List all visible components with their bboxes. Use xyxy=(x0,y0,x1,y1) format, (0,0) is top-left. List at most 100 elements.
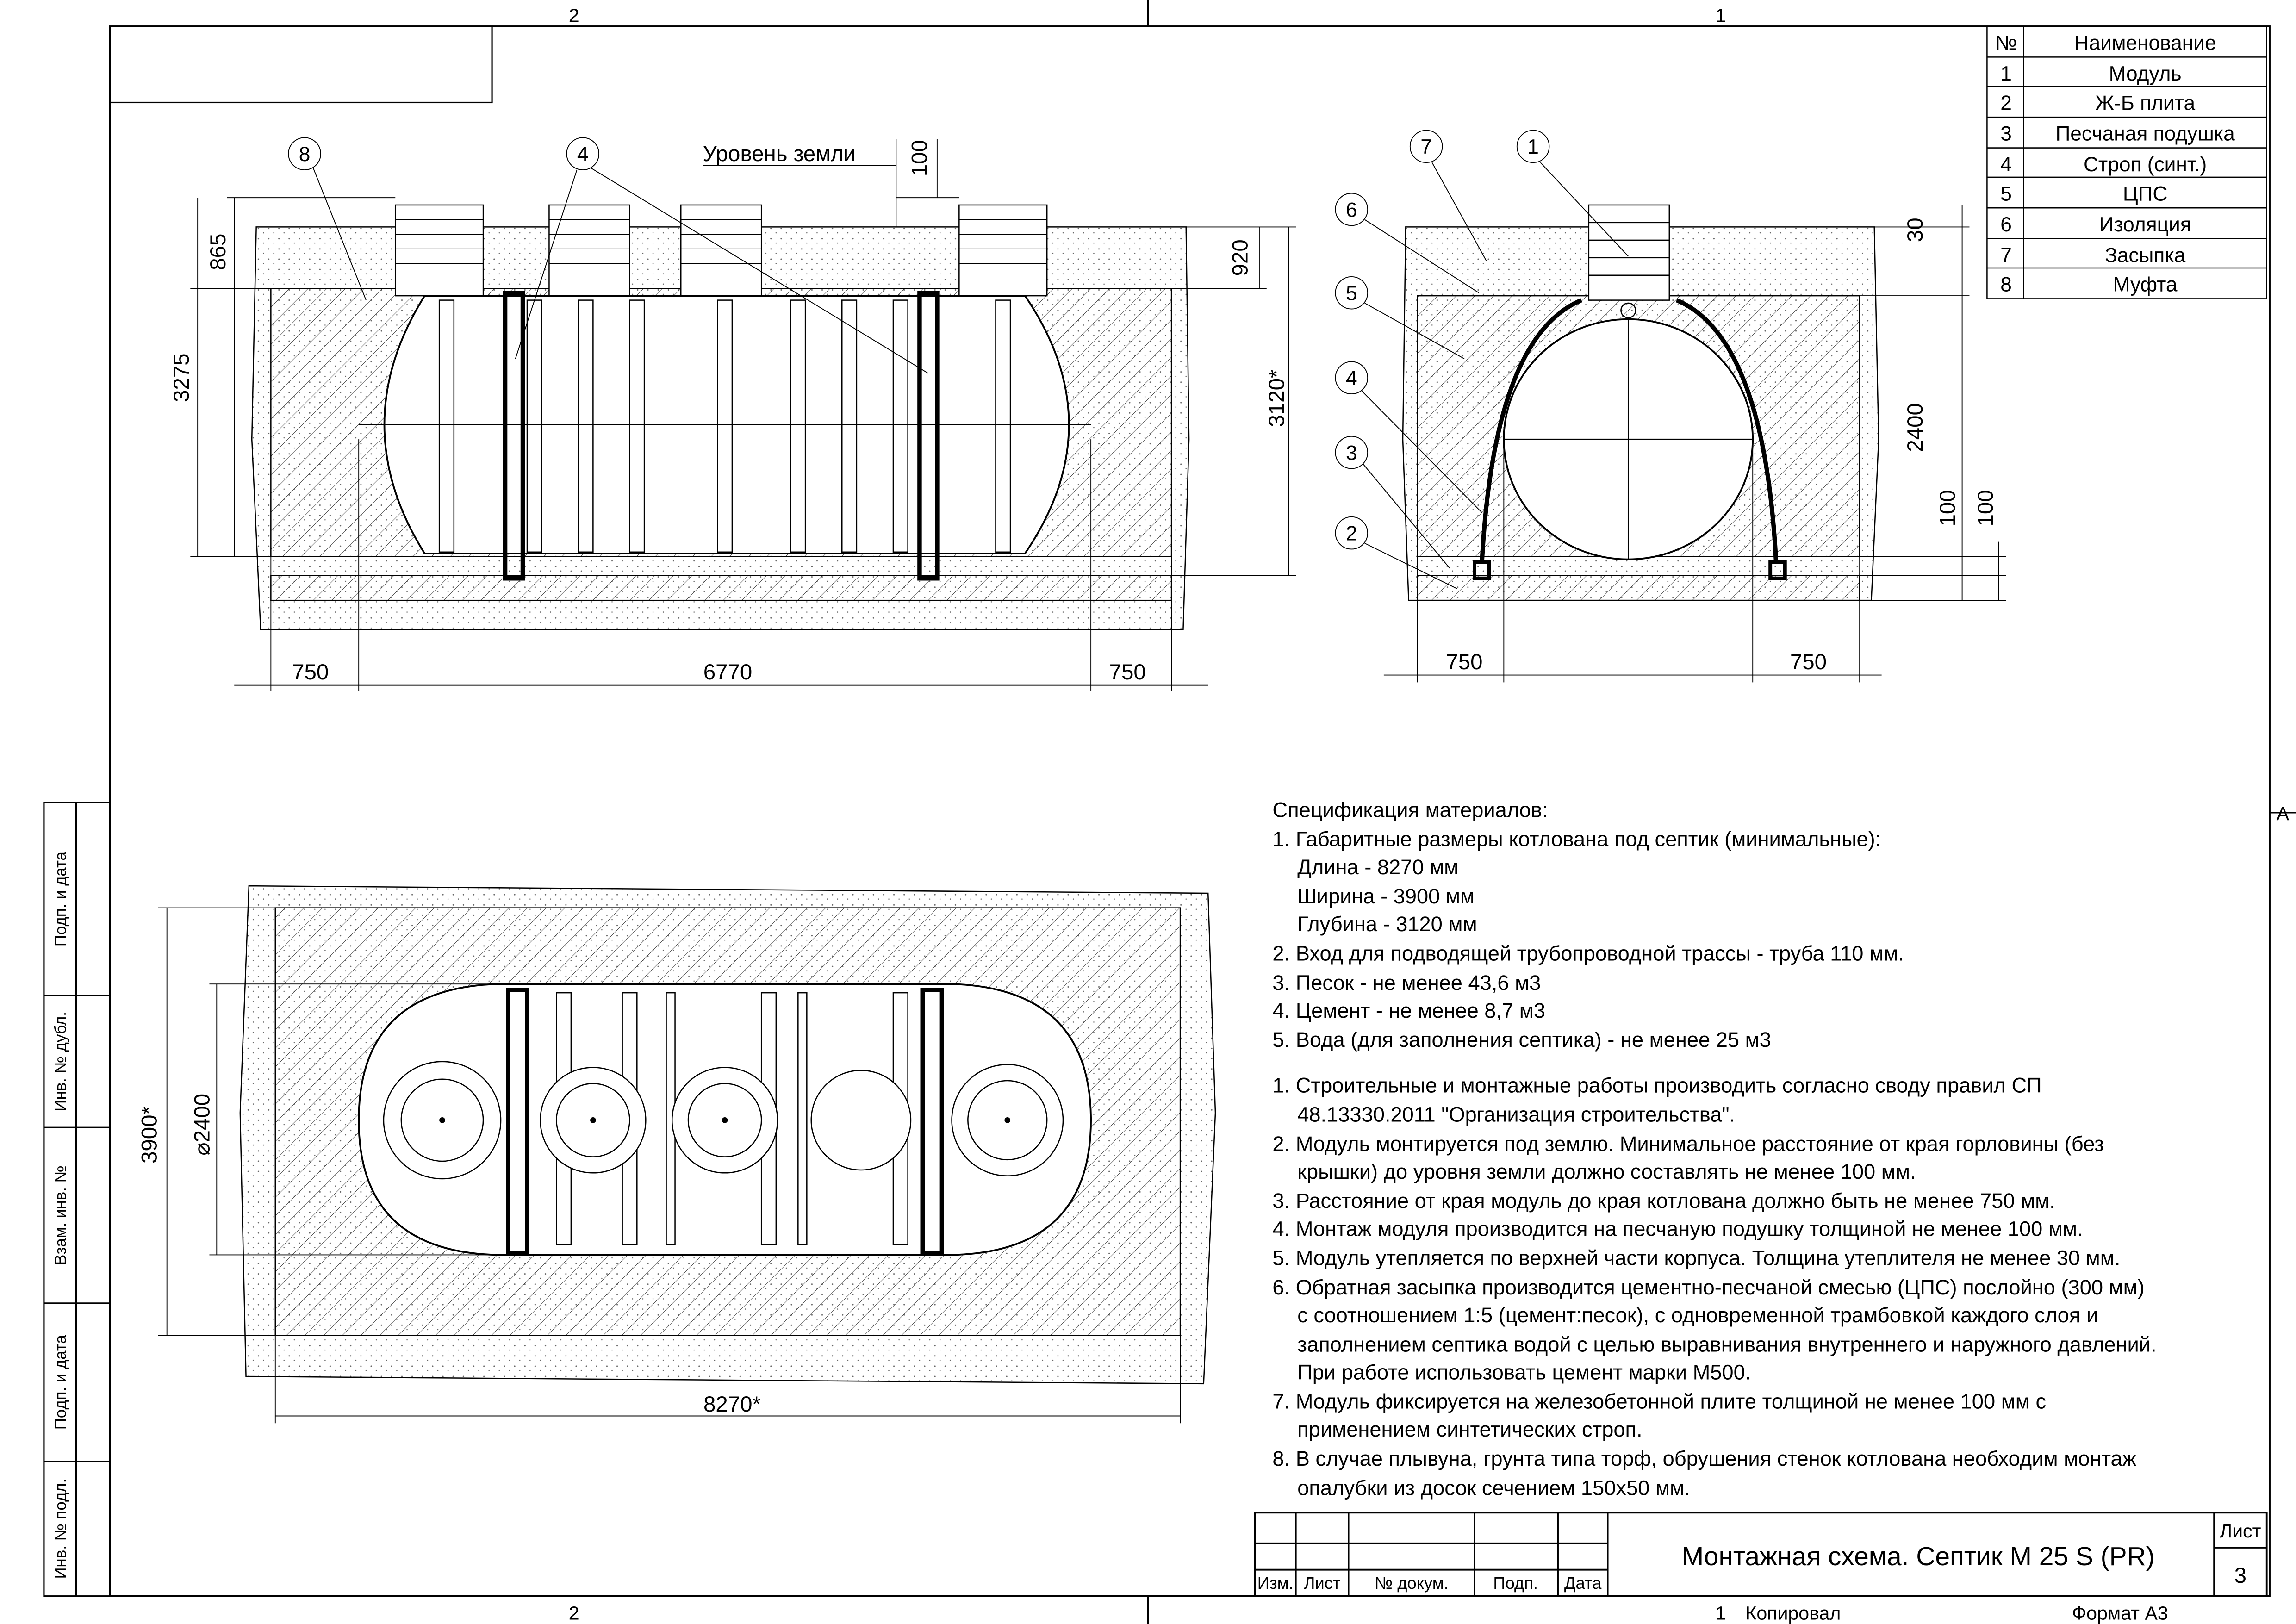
spec-line: Глубина - 3120 мм xyxy=(1297,914,1477,938)
title-block-column: Дата xyxy=(1564,1574,1602,1593)
side-stamp: Подп. и дата Инв. № дубл. Взам. инв. № П… xyxy=(51,852,69,1579)
callout-number: 6 xyxy=(1346,199,1357,221)
callout-number: 2 xyxy=(1346,522,1357,545)
strap xyxy=(917,291,940,581)
dimension: 865 xyxy=(206,234,230,270)
note-line: При работе использовать цемент марки М50… xyxy=(1297,1362,1751,1386)
table-cell: ЦПС xyxy=(2123,182,2168,205)
table-cell: 1 xyxy=(2000,62,2012,85)
note-line: 6. Обратная засыпка производится цементн… xyxy=(1272,1276,2145,1300)
table-cell: Муфта xyxy=(2113,274,2178,296)
sheet-label: Лист xyxy=(2220,1520,2261,1542)
dimension: 30 xyxy=(1903,218,1928,242)
zone-label: 1 xyxy=(1715,5,1726,26)
spec-title: Спецификация материалов: xyxy=(1272,799,1548,823)
callout-number: 3 xyxy=(1346,442,1357,464)
note-line: применением синтетических строп. xyxy=(1297,1419,1643,1443)
spec-line: Ширина - 3900 мм xyxy=(1297,885,1475,909)
sheet-number: 3 xyxy=(2234,1563,2246,1588)
dimension: 750 xyxy=(1109,660,1146,684)
strap xyxy=(920,988,944,1256)
title-block-column: Подп. xyxy=(1493,1574,1538,1593)
note-line: 4. Монтаж модуля производится на песчану… xyxy=(1272,1219,2083,1242)
note-line: 48.13330.2011 "Организация строительства… xyxy=(1297,1104,1736,1128)
spec-line: Длина - 8270 мм xyxy=(1297,857,1459,881)
table-cell: 2 xyxy=(2000,92,2012,114)
spec-line: 4. Цемент - не менее 8,7 м3 xyxy=(1272,1000,1546,1024)
callout-number: 8 xyxy=(299,143,311,166)
table-cell: Песчаная подушка xyxy=(2055,123,2235,145)
spec-line: 5. Вода (для заполнения септика) - не ме… xyxy=(1272,1029,1771,1053)
zone-label: A xyxy=(2277,803,2290,824)
note-line: 1. Строительные и монтажные работы произ… xyxy=(1272,1075,2042,1099)
dimension: 6770 xyxy=(703,660,753,684)
dimension: 920 xyxy=(1228,239,1253,276)
table-cell: 3 xyxy=(2000,123,2012,145)
strap xyxy=(503,291,525,581)
stamp-label: Подп. и дата xyxy=(51,852,69,947)
dimension: 100 xyxy=(908,140,932,176)
title-block-column: Изм. xyxy=(1257,1574,1294,1593)
callout-number: 1 xyxy=(1527,136,1539,158)
title-block xyxy=(1254,1512,2268,1597)
format-label: Формат А3 xyxy=(2072,1602,2168,1624)
section-view: 7 1 6 5 4 3 2 30 2400 100 100 750 750 xyxy=(1335,130,2006,683)
sheet-frame xyxy=(43,0,2296,1624)
table-cell: Засыпка xyxy=(2105,244,2186,267)
dimension: 100 xyxy=(1973,490,1998,526)
strap xyxy=(506,988,529,1256)
callout-number: 5 xyxy=(1346,282,1357,305)
stamp-label: Взам. инв. № xyxy=(51,1165,69,1265)
note-line: 3. Расстояние от края модуль до края кот… xyxy=(1272,1190,2055,1213)
zone-label: 1 xyxy=(1715,1602,1726,1624)
note-line: с соотношением 1:5 (цемент:песок), с одн… xyxy=(1297,1305,2098,1328)
dimension: ⌀2400 xyxy=(190,1094,214,1156)
spec-line: 1. Габаритные размеры котлована под септ… xyxy=(1272,828,1881,852)
spec-line: 3. Песок - не менее 43,6 м3 xyxy=(1272,971,1541,996)
callout-number: 4 xyxy=(577,143,589,166)
dimension: 3900* xyxy=(137,1106,162,1164)
side-view: 8 4 Уровень земли 100 865 3275 920 3120*… xyxy=(169,137,1296,691)
table-cell: Модуль xyxy=(2109,62,2182,85)
stamp-label: Подп. и дата xyxy=(51,1335,69,1430)
spec-line: 2. Вход для подводящей трубопроводной тр… xyxy=(1272,943,1904,967)
copied-label: Копировал xyxy=(1745,1602,1841,1624)
drawing-title: Монтажная схема. Септик М 25 S (PR) xyxy=(1682,1542,2155,1571)
table-cell: 6 xyxy=(2000,213,2012,236)
title-block-column: № докум. xyxy=(1375,1574,1449,1593)
table-cell: Ж-Б плита xyxy=(2095,92,2195,114)
dimension: 750 xyxy=(292,660,329,684)
table-cell: 7 xyxy=(2000,244,2012,267)
dimension: 3120* xyxy=(1265,370,1289,427)
table-cell: Изоляция xyxy=(2099,213,2191,236)
note-line: крышки) до уровня земли должно составлят… xyxy=(1297,1161,1916,1185)
zone-label: 2 xyxy=(569,5,579,26)
stamp-label: Инв. № дубл. xyxy=(51,1012,69,1111)
dimension: 750 xyxy=(1790,650,1827,674)
stamp-label: Инв. № подл. xyxy=(51,1479,69,1579)
specification: Спецификация материалов: 1. Габаритные р… xyxy=(1272,798,2156,1504)
title-block-column: Лист xyxy=(1304,1574,1340,1593)
strap xyxy=(1675,298,1779,564)
parts-table-text: № Наименование 1 Модуль 2 Ж-Б плита 3 Песча… xyxy=(1995,32,2235,296)
table-header: Наименование xyxy=(2074,32,2216,55)
table-cell: 8 xyxy=(2000,274,2012,296)
note-line: 8. В случае плывуна, грунта типа торф, о… xyxy=(1272,1448,2136,1472)
ground-level-label: Уровень земли xyxy=(703,142,856,166)
table-cell: 5 xyxy=(2000,182,2012,205)
dimension: 2400 xyxy=(1903,403,1928,452)
table-header: № xyxy=(1995,32,2017,55)
callout-number: 4 xyxy=(1346,367,1357,390)
table-cell: Строп (синт.) xyxy=(2084,153,2207,176)
plan-view: 3900* ⌀2400 8270* xyxy=(137,885,1216,1424)
zone-label: 2 xyxy=(569,1602,579,1624)
dimension: 8270* xyxy=(703,1392,761,1417)
strap xyxy=(1480,298,1582,564)
note-line: опалубки из досок сечением 150х50 мм. xyxy=(1297,1477,1690,1500)
note-line: 2. Модуль монтируется под землю. Минимал… xyxy=(1272,1132,2104,1156)
table-cell: 4 xyxy=(2000,153,2012,176)
note-line: 5. Модуль утепляется по верхней части ко… xyxy=(1272,1247,2121,1271)
note-line: заполнением септика водой с целью выравн… xyxy=(1297,1333,2157,1357)
